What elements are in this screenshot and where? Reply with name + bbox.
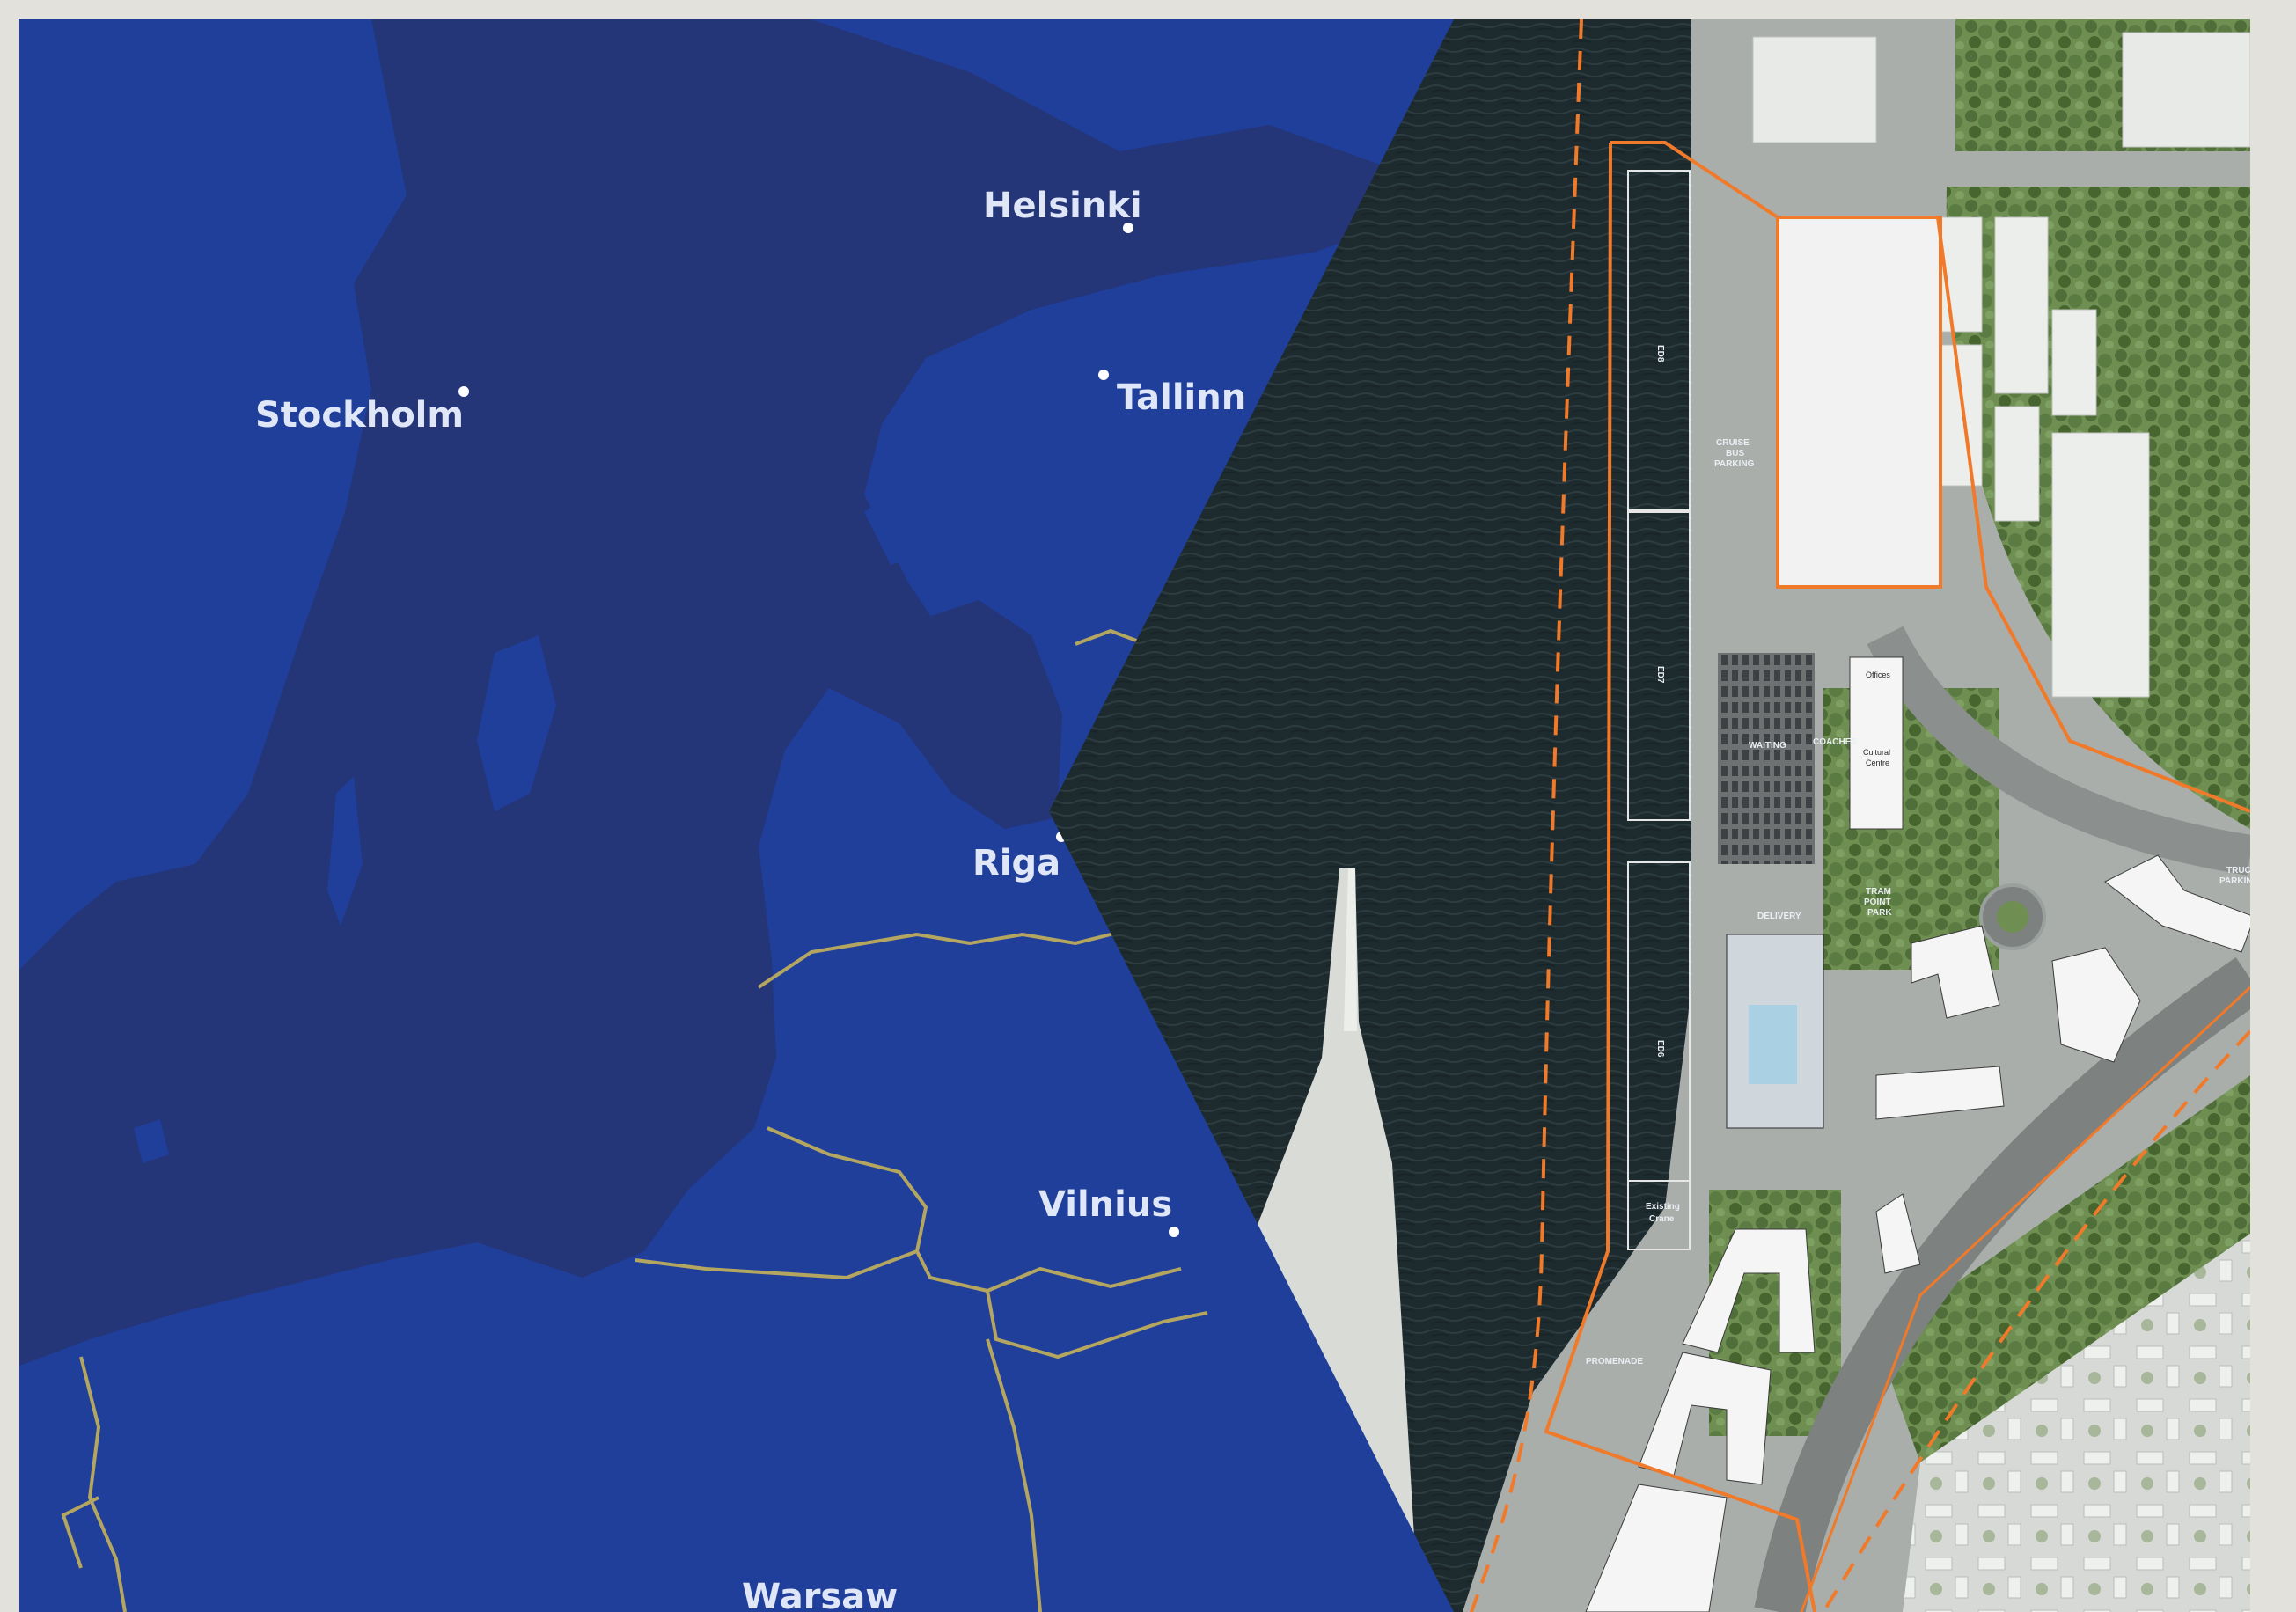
city-label-riga: Riga (972, 843, 1060, 883)
area-label-park: PARK (1867, 908, 1892, 918)
baltic-region-map (19, 19, 1454, 1612)
area-label-truck-parking: PARKING (2219, 876, 2250, 886)
saaremaa-island (864, 477, 952, 565)
cruise-berths (1627, 170, 1691, 1250)
area-label-coaches: COACHES (1813, 737, 1857, 747)
area-label-parking: PARKING (1714, 459, 1755, 469)
warehouse (1752, 36, 1877, 143)
tallinn-marker (1098, 370, 1109, 380)
building-label-cultural: Cultural (1863, 748, 1890, 757)
crane-label-line2: Crane (1649, 1214, 1675, 1224)
city-label-tallinn: Tallinn (1117, 377, 1246, 418)
berth-label-ed6: ED6 (1655, 1040, 1665, 1058)
berth-label-ed7: ED7 (1655, 666, 1665, 684)
stockholm-marker (458, 386, 469, 397)
building-label-centre: Centre (1866, 758, 1889, 767)
helsinki-marker (1123, 223, 1133, 233)
car-parking (1718, 653, 1815, 864)
dashed-boundary (1470, 19, 1583, 1612)
area-label-point: POINT (1864, 898, 1891, 907)
residential-blocks (1585, 656, 2250, 1612)
existing-crane (1627, 1180, 1691, 1250)
gotland-island (477, 635, 556, 811)
area-label-delivery: DELIVERY (1757, 912, 1801, 921)
baltic-map-composite: ED8 ED7 ED6 Existing Crane CRUISE BUS PA… (19, 19, 2250, 1612)
berth-ed7 (1627, 511, 1691, 821)
area-label-cruise: CRUISE (1716, 438, 1750, 448)
city-label-warsaw: Warsaw (742, 1577, 898, 1612)
site-boundary (1610, 141, 2250, 813)
building-label-offices: Offices (1866, 670, 1890, 679)
main-road (1754, 957, 2250, 1612)
vilnius-marker (1169, 1227, 1179, 1237)
baltic-sea (19, 19, 1427, 1366)
area-label-bus: BUS (1726, 449, 1744, 458)
terminal-hall (1776, 216, 1942, 589)
city-label-stockholm: Stockholm (255, 395, 464, 436)
map-frame: ED8 ED7 ED6 Existing Crane CRUISE BUS PA… (19, 19, 2250, 1612)
area-label-tram: TRAM (1866, 887, 1891, 897)
area-label-truck: TRUCK (2226, 866, 2250, 876)
area-label-promenade: PROMENADE (1586, 1357, 1643, 1367)
berth-ed8 (1627, 170, 1691, 511)
area-label-waiting: WAITING (1749, 741, 1786, 751)
city-district (1903, 1234, 2250, 1612)
crane-label-line1: Existing (1646, 1202, 1680, 1212)
berth-label-ed8: ED8 (1655, 345, 1665, 363)
city-label-helsinki: Helsinki (983, 186, 1142, 226)
city-label-vilnius: Vilnius (1038, 1184, 1172, 1225)
country-borders (61, 625, 1208, 1612)
